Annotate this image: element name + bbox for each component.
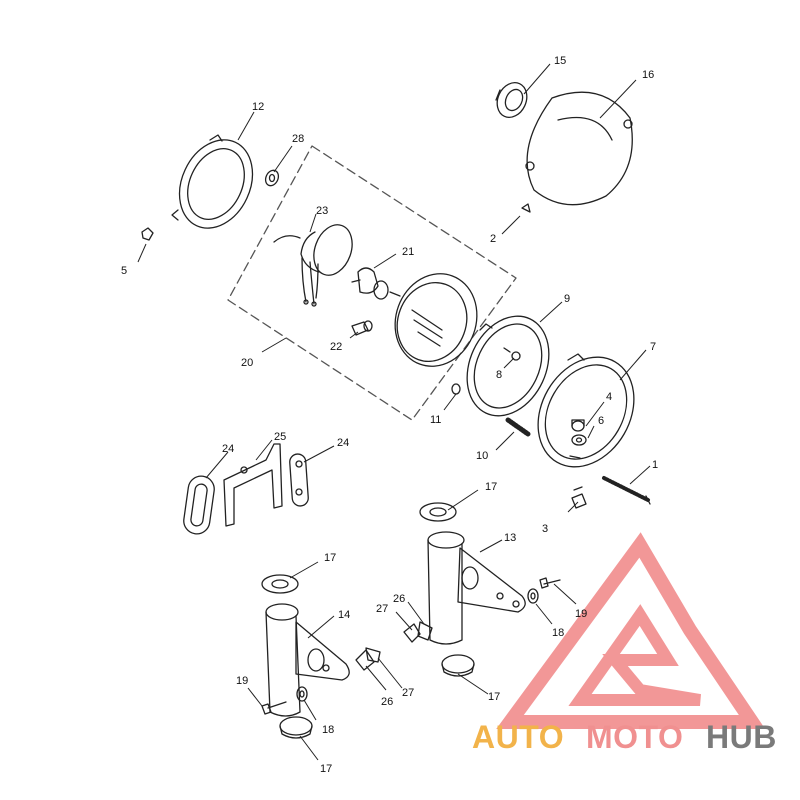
watermark-auto: AUTO (472, 719, 564, 755)
part-6-washer (571, 434, 587, 446)
callout-26-bottom: 26 (381, 696, 393, 708)
part-3-adjuster (571, 486, 587, 509)
callout-27-bottom: 27 (402, 687, 414, 699)
callout-4: 4 (606, 391, 612, 403)
part-26-27-clip-right (403, 621, 433, 643)
watermark-text: AUTO MOTO HUB (472, 719, 777, 755)
part-4-nut (571, 419, 585, 432)
part-8-screw (503, 347, 521, 361)
part-13-fork-bracket (427, 531, 526, 645)
part-24-pad-left (183, 475, 215, 535)
callout-27-top: 27 (376, 603, 388, 615)
callout-labels: 12 28 5 23 21 22 20 11 8 9 7 4 6 10 1 3 … (121, 55, 658, 775)
part-26-27-clip-left (355, 647, 381, 671)
part-22-small-bulb (351, 320, 373, 336)
callout-17-top: 17 (485, 481, 497, 493)
callout-17-mid: 17 (324, 552, 336, 564)
part-17-grommet-b (261, 574, 299, 594)
callout-21: 21 (402, 246, 414, 258)
headlamp-lens-unit (389, 273, 478, 367)
callout-24-right: 24 (337, 437, 349, 449)
part-14-fork-bracket (265, 603, 350, 717)
part-28-washer (264, 169, 280, 187)
callout-9: 9 (564, 293, 570, 305)
callout-6: 6 (598, 415, 604, 427)
callout-16: 16 (642, 69, 654, 81)
leader-lines (137, 63, 651, 761)
watermark-hub: HUB (706, 719, 777, 755)
part-20-assembly-outline (227, 145, 517, 421)
callout-18-right: 18 (552, 627, 564, 639)
part-18-washer-a (527, 588, 539, 604)
callout-23: 23 (316, 205, 328, 217)
callout-2: 2 (490, 233, 496, 245)
part-2-screw (521, 203, 531, 213)
callout-11: 11 (430, 414, 441, 426)
part-9-inner-ring (466, 315, 550, 417)
part-7-shell-ring (537, 353, 635, 468)
callout-17-bottom: 17 (320, 763, 332, 775)
callout-12: 12 (252, 101, 264, 113)
part-21-bulb (351, 267, 389, 300)
part-11-nut (451, 383, 461, 395)
callout-10: 10 (476, 450, 488, 462)
part-19-bolt-b (261, 701, 287, 715)
part-25-bracket (223, 443, 283, 527)
callout-18-left: 18 (322, 724, 334, 736)
part-23-bulb-holder (273, 224, 353, 307)
callout-19-right: 19 (575, 608, 587, 620)
part-15-grommet (495, 81, 528, 119)
part-1-bolt (602, 476, 651, 505)
part-17-grommet-a (419, 502, 457, 522)
part-5-clip (141, 227, 154, 241)
callout-26-top: 26 (393, 593, 405, 605)
callout-8: 8 (496, 369, 502, 381)
callout-22: 22 (330, 341, 342, 353)
callout-19-left: 19 (236, 675, 248, 687)
part-24-pad-right (289, 453, 309, 507)
callout-20: 20 (241, 357, 253, 369)
part-17-grommet-d (279, 716, 313, 739)
watermark-logo (496, 532, 766, 729)
callout-3: 3 (542, 523, 548, 535)
callout-5: 5 (121, 265, 127, 277)
part-16-headlamp-bowl (525, 91, 633, 206)
part-19-bolt-a (539, 577, 561, 589)
callout-13: 13 (504, 532, 516, 544)
part-12-rim (171, 134, 254, 229)
callout-1: 1 (652, 459, 658, 471)
callout-25: 25 (274, 431, 286, 443)
callout-24-left: 24 (222, 443, 234, 455)
part-17-grommet-c (441, 654, 475, 677)
callout-15: 15 (554, 55, 566, 67)
callout-28: 28 (292, 133, 304, 145)
callout-17-right: 17 (488, 691, 500, 703)
part-10-spring (505, 417, 531, 437)
callout-7: 7 (650, 341, 656, 353)
callout-14: 14 (338, 609, 350, 621)
watermark-moto: MOTO (586, 719, 683, 755)
part-18-washer-b (296, 686, 308, 702)
